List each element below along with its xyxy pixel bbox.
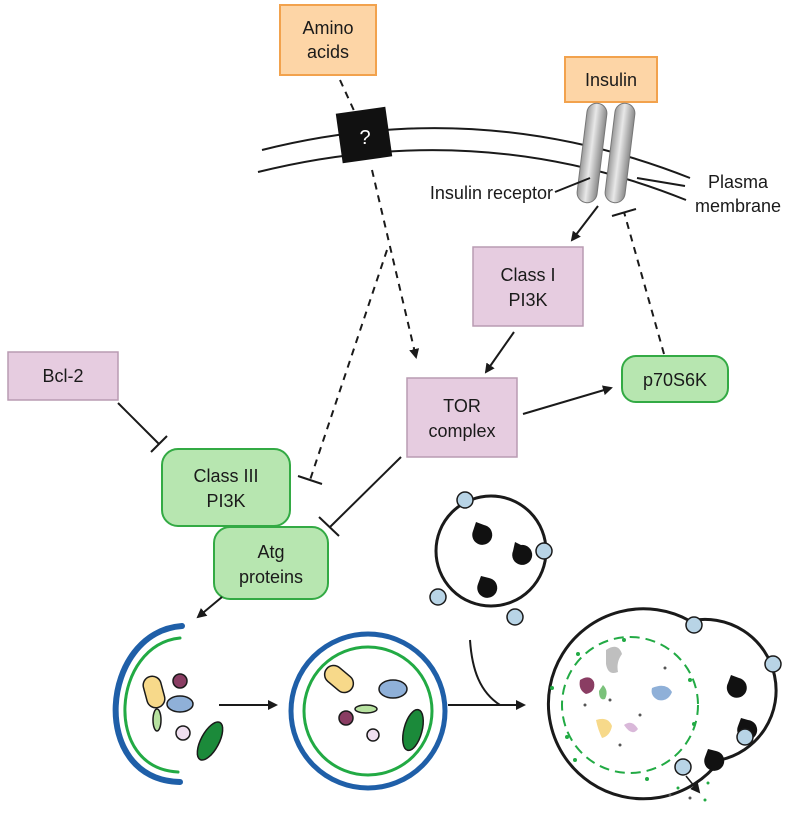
- amino-acids-label-2: acids: [307, 42, 349, 62]
- amino-to-receptor-link: [339, 79, 357, 116]
- atg-proteins-node: Atg proteins: [213, 526, 329, 600]
- tor-to-atg-bar: [318, 516, 340, 537]
- tor-complex-label-1: TOR: [443, 396, 481, 416]
- plasma-membrane-label-1: Plasma: [708, 172, 769, 192]
- amino-acids-node: Amino acids: [279, 4, 377, 76]
- cargo-lightgreen: [152, 708, 162, 732]
- class1-pi3k-label-2: PI3K: [508, 290, 547, 310]
- lysosome: [429, 491, 553, 626]
- insulin-receptor-pointer: [554, 177, 591, 193]
- class1-to-tor-arrow: [484, 331, 515, 374]
- lysosome-marker: [456, 491, 474, 509]
- receptor-to-tor-link: [371, 169, 420, 359]
- tor-complex-node: TOR complex: [406, 377, 518, 458]
- cargo-purple: [172, 673, 188, 689]
- degraded-cargo: [596, 718, 612, 738]
- plasma-membrane-pointer: [636, 177, 686, 187]
- cargo-darkgreen: [196, 721, 224, 761]
- class1-pi3k-label-1: Class I: [500, 265, 555, 285]
- autophagosome: [288, 631, 448, 791]
- phagophore: [112, 623, 224, 785]
- release-arrow: [685, 775, 701, 794]
- bcl2-to-class3-inhibition: [117, 402, 160, 445]
- p70s6k-feedback-bar: [611, 208, 637, 217]
- cargo-pink: [175, 725, 191, 741]
- cargo-yellow: [142, 675, 166, 709]
- bcl2-to-class3-bar: [150, 435, 168, 453]
- insulin-receptor-icon: [576, 102, 636, 204]
- lysosome-marker: [506, 608, 524, 626]
- degraded-cargo: [651, 685, 672, 701]
- tor-to-p70s6k-arrow: [522, 385, 613, 415]
- receptor-to-class3-inhibition: [309, 249, 388, 481]
- class3-pi3k-label-1: Class III: [193, 466, 258, 486]
- tor-to-atg-inhibition: [329, 456, 402, 528]
- lysosome-marker: [674, 758, 692, 776]
- atg-proteins-label-2: proteins: [239, 567, 303, 587]
- insulin-receptor-label: Insulin receptor: [430, 183, 553, 203]
- receptor-to-class3-bar: [297, 475, 323, 485]
- tor-complex-label-2: complex: [428, 421, 495, 441]
- unknown-receptor-label: ?: [359, 127, 370, 149]
- p70s6k-feedback-link: [623, 211, 665, 355]
- bcl2-label: Bcl-2: [42, 366, 83, 386]
- degraded-cargo: [599, 685, 607, 700]
- plasma-membrane-inner: [257, 149, 687, 201]
- insulin-label: Insulin: [585, 70, 637, 90]
- plasma-membrane-label-2: membrane: [695, 196, 781, 216]
- lysosome-marker: [535, 542, 553, 560]
- autolysosome: [546, 607, 782, 802]
- amino-acids-label-1: Amino: [302, 18, 353, 38]
- insulin-node: Insulin: [564, 56, 658, 103]
- plasma-membrane-outer: [261, 127, 691, 179]
- degraded-cargo: [606, 646, 622, 673]
- bcl2-node: Bcl-2: [7, 351, 119, 401]
- lysosome-marker: [685, 616, 703, 634]
- lysosome-marker: [764, 655, 782, 673]
- receptor-to-class1-arrow: [570, 205, 599, 242]
- lysosome-marker: [429, 588, 447, 606]
- class1-pi3k-node: Class I PI3K: [472, 246, 584, 327]
- atg-proteins-label-1: Atg: [257, 542, 284, 562]
- degraded-cargo: [579, 677, 595, 694]
- class3-pi3k-node: Class III PI3K: [161, 448, 291, 527]
- p70s6k-node: p70S6K: [621, 355, 729, 403]
- degraded-cargo: [624, 722, 638, 733]
- lysosome-fusion-line: [469, 639, 501, 706]
- unknown-receptor: ?: [335, 106, 393, 164]
- lysosome-marker: [736, 728, 754, 746]
- atg-to-phagophore-arrow: [196, 596, 223, 619]
- cargo-blue: [166, 695, 194, 713]
- p70s6k-label: p70S6K: [643, 370, 707, 390]
- class3-pi3k-label-2: PI3K: [206, 491, 245, 511]
